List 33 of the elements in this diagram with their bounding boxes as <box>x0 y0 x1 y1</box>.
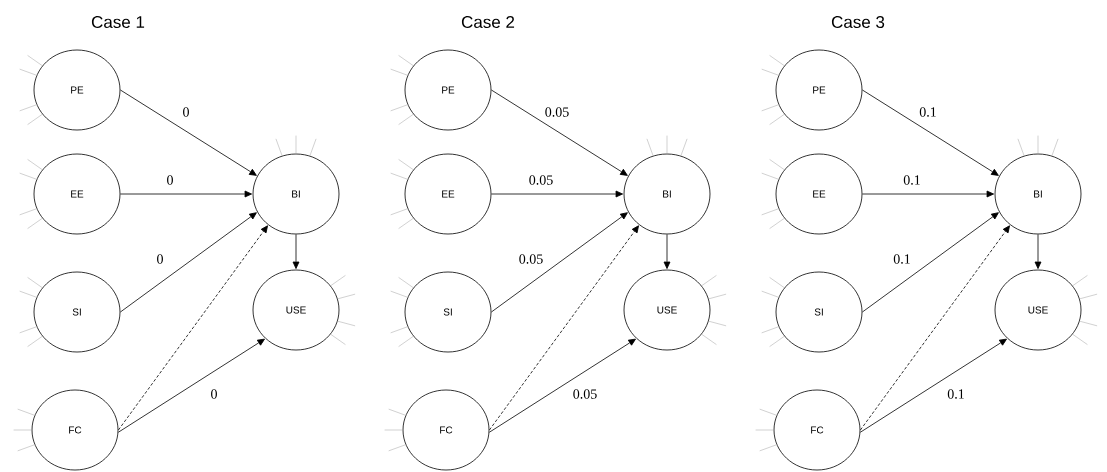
arrow <box>120 89 257 176</box>
arrow <box>862 212 999 313</box>
arrow <box>862 190 994 198</box>
edge-label: 0 <box>165 174 175 186</box>
arrow <box>1034 234 1042 269</box>
edge-label: 0 <box>181 106 191 118</box>
arrow <box>859 338 1007 433</box>
arrow <box>491 89 628 176</box>
arrow <box>862 89 999 176</box>
arrow <box>120 190 252 198</box>
edge-label: 0 <box>209 388 219 400</box>
edge-label: 0 <box>155 253 165 265</box>
panel-title: Case 2 <box>461 16 515 29</box>
edge-label: 0.05 <box>571 388 599 400</box>
edge-label: 0.05 <box>527 174 555 186</box>
arrow <box>488 338 636 433</box>
edge-label: 0.1 <box>946 388 966 400</box>
panel-title: Case 3 <box>831 16 885 29</box>
arrow <box>292 234 300 269</box>
arrow <box>120 212 257 313</box>
arrow <box>118 225 268 431</box>
edge-label: 0.05 <box>517 253 545 265</box>
arrow <box>491 212 628 313</box>
edge-label: 0.1 <box>892 253 912 265</box>
panel-title: Case 1 <box>91 16 145 29</box>
arrow <box>117 338 265 433</box>
edge-label: 0.1 <box>902 174 922 186</box>
arrow <box>489 225 639 431</box>
arrow <box>663 234 671 269</box>
arrow <box>491 190 623 198</box>
edge-label: 0.05 <box>543 106 571 118</box>
arrow <box>860 225 1010 431</box>
edge-label: 0.1 <box>918 106 938 118</box>
